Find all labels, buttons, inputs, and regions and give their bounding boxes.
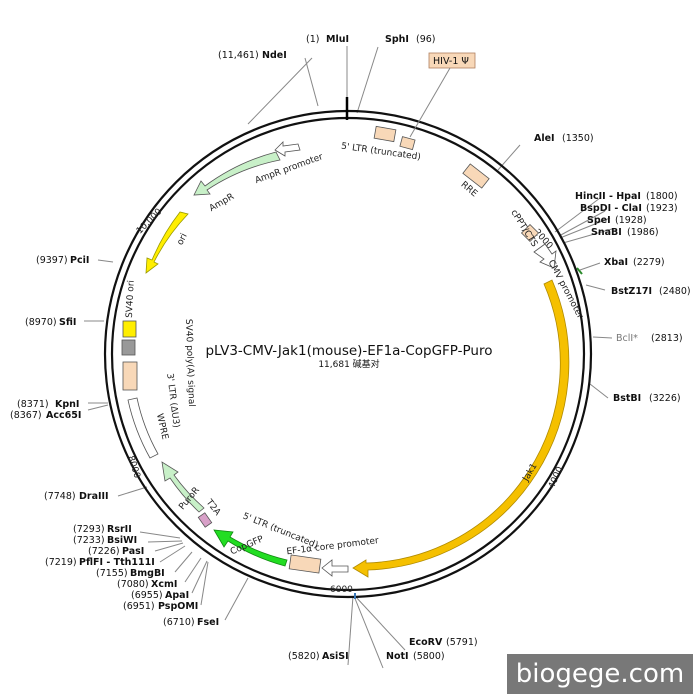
- site-label-pcii: PciI: [70, 255, 89, 266]
- site-label-fsei-pos: (6710): [163, 617, 195, 628]
- sv40-polya-box: [121, 339, 136, 356]
- tick-4000: 4000: [547, 465, 566, 490]
- site-label-pspomi: PspOMI: [158, 601, 198, 612]
- site-label-clai: BspDI - ClaI: [580, 203, 642, 214]
- tick-10000: 10,000: [135, 207, 165, 237]
- site-label-kpni-pos: (8371): [17, 399, 49, 410]
- site-label-xbai-pos: (2279): [633, 257, 665, 268]
- ltr5-bottom-box: [288, 554, 322, 574]
- ampr-promoter-arrow: [274, 141, 301, 157]
- feature-label-sv40-polya: SV40 poly(A) signal: [183, 319, 196, 407]
- site-label-bsiwi-pos: (7233): [73, 535, 105, 546]
- feature-label-ampr: AmpR: [208, 192, 236, 214]
- plasmid-title: pLV3-CMV-Jak1(mouse)-EF1a-CopGFP-Puro: [205, 343, 492, 359]
- ori-arrow: [145, 211, 189, 274]
- ampr-arrow: [193, 151, 281, 196]
- watermark: biogege.com: [507, 654, 693, 694]
- site-label-rsrii-pos: (7293): [73, 524, 105, 535]
- site-label-xcmi-pos: (7080): [117, 579, 149, 590]
- ltr5-box: [373, 125, 397, 143]
- site-label-bstbi: BstBI: [613, 393, 641, 404]
- site-label-alei: AleI: [534, 133, 555, 144]
- site-label-noti: NotI: [386, 651, 409, 662]
- site-label-draiii: DraIII: [79, 491, 109, 502]
- site-label-kpni: KpnI: [55, 399, 79, 410]
- site-label-fsei: FseI: [197, 617, 219, 628]
- site-label-bstbi-pos: (3226): [649, 393, 681, 404]
- site-label-pcii-pos: (9397): [36, 255, 68, 266]
- site-label-alei-pos: (1350): [562, 133, 594, 144]
- site-label-spei-pos: (1928): [615, 215, 647, 226]
- jak1-arrow: [352, 279, 570, 578]
- tick-8000: 8000: [125, 455, 142, 480]
- site-label-bcli: BclI*: [616, 333, 638, 344]
- features: [121, 125, 570, 578]
- site-label-sphi: SphI: [385, 34, 409, 45]
- hiv-psi-label: HIV-1 Ψ: [433, 56, 469, 67]
- site-label-hpai-pos: (1800): [646, 191, 678, 202]
- sv40-ori-box: [122, 320, 137, 338]
- feature-label-wpre: WPRE: [154, 413, 170, 441]
- site-label-bcli-pos: (2813): [651, 333, 683, 344]
- site-label-sphi-pos: (96): [416, 34, 436, 45]
- feature-label-ltr3: 3' LTR (ΔU3): [164, 373, 181, 429]
- site-label-ecorv-pos: (5791): [446, 637, 478, 648]
- site-label-rsrii: RsrII: [107, 524, 132, 535]
- site-label-bmgbi-pos: (7155): [96, 568, 128, 579]
- site-label-xcmi: XcmI: [151, 579, 177, 590]
- site-label-asisi: AsiSI: [322, 651, 349, 662]
- cmv-promoter-arrow: [533, 243, 557, 269]
- t2a-box: [197, 512, 213, 528]
- site-label-draiii-pos: (7748): [44, 491, 76, 502]
- ltr3-box: [122, 361, 138, 391]
- site-label-sfii-pos: (8970): [25, 317, 57, 328]
- site-leader-lines: [84, 46, 613, 669]
- hiv-psi-label-box: [428, 52, 476, 69]
- site-label-clai-pos: (1923): [646, 203, 678, 214]
- site-label-apai: ApaI: [165, 590, 189, 601]
- plasmid-length: 11,681 碱基对: [318, 358, 379, 370]
- site-label-noti-pos: (5800): [413, 651, 445, 662]
- site-label-tth111i: PflFI - Tth111I: [79, 557, 155, 568]
- ef1a-promoter-arrow: [321, 559, 349, 577]
- site-label-pasi-pos: (7226): [88, 546, 120, 557]
- site-label-ndei-pos: (11,461): [218, 50, 259, 61]
- site-label-pasi: PasI: [122, 546, 144, 557]
- wpre-box: [127, 397, 159, 459]
- feature-label-ori: ori: [175, 232, 189, 247]
- site-labels: (1) MluI SphI (96) (11,461) NdeI AleI (1…: [10, 34, 691, 662]
- hiv-psi-box: [399, 136, 416, 151]
- puror-arrow: [161, 461, 205, 513]
- site-label-ndei: NdeI: [262, 50, 287, 61]
- site-label-snabi: SnaBI: [591, 227, 622, 238]
- site-label-bstz17i: BstZ17I: [611, 286, 652, 297]
- site-label-mlui: MluI: [326, 34, 349, 45]
- feature-label-sv40-ori: SV40 ori: [125, 280, 137, 318]
- cppt-box: [520, 223, 540, 243]
- xbai-marker: [576, 267, 583, 275]
- site-label-bsiwi: BsiWI: [107, 535, 137, 546]
- site-label-ecorv: EcoRV: [409, 637, 443, 648]
- site-label-tth111i-pos: (7219): [45, 557, 77, 568]
- site-label-acc65i: Acc65I: [46, 410, 81, 421]
- site-label-hpai: HincII - HpaI: [575, 191, 641, 202]
- site-label-apai-pos: (6955): [131, 590, 163, 601]
- site-label-xbai: XbaI: [604, 257, 628, 268]
- site-label-asisi-pos: (5820): [288, 651, 320, 662]
- hiv-psi-leader: [409, 67, 451, 138]
- tick-6000: 6000: [330, 585, 353, 595]
- site-label-snabi-pos: (1986): [627, 227, 659, 238]
- site-label-bstz17i-pos: (2480): [659, 286, 691, 297]
- site-label-acc65i-pos: (8367): [10, 410, 42, 421]
- site-label-sfii: SfiI: [59, 317, 76, 328]
- site-label-bmgbi: BmgBI: [130, 568, 165, 579]
- copgfp-arrow: [213, 529, 288, 567]
- site-label-mlui-pos: (1): [306, 34, 319, 45]
- rre-box: [462, 163, 490, 189]
- site-label-pspomi-pos: (6951): [123, 601, 155, 612]
- site-label-spei: SpeI: [587, 215, 611, 226]
